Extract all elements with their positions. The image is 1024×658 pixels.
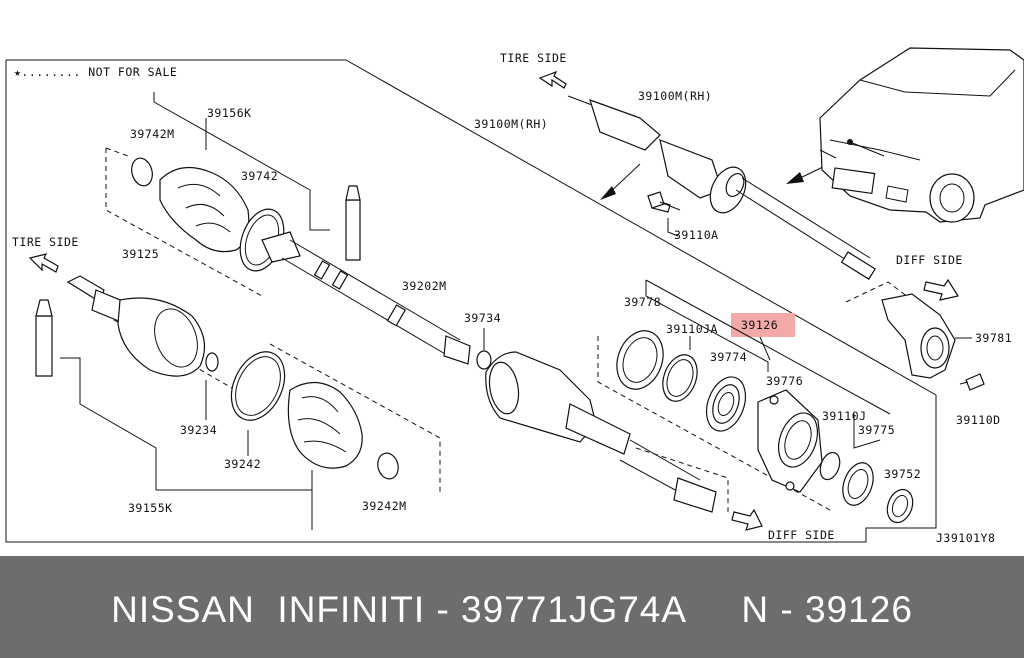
bracket-39781 (845, 281, 985, 391)
callout-39156K: 39156K (207, 106, 252, 120)
callout-39155K: 39155K (128, 501, 173, 515)
callout-39126: 39126 (741, 318, 778, 332)
bearing-seal-group (597, 279, 914, 524)
direction-tire-side-left: TIRE SIDE (12, 235, 79, 249)
arrow-tire-side-top (538, 70, 567, 89)
drive-shaft-assembly-top (567, 95, 876, 280)
callout-39110A: 39110A (674, 228, 719, 242)
callout-39774: 39774 (710, 350, 747, 364)
arrow-diff-side-right (923, 278, 959, 301)
diagram-frame (5, 59, 937, 543)
footer-banner: NISSAN INFINITI - 39771JG74A N - 39126 (0, 556, 1024, 658)
callout-39781: 39781 (975, 331, 1012, 345)
inner-joint-housing (485, 351, 729, 513)
diagram-code: J39101Y8 (936, 531, 995, 545)
arrow-tire-side-left (28, 253, 59, 273)
direction-diff-side-bottom: DIFF SIDE (768, 528, 835, 542)
callout-39234: 39234 (180, 423, 217, 437)
callout-39110J: 39110J (822, 409, 867, 423)
callout-39110JA: 39110JA (666, 322, 718, 336)
kit-39155K (35, 275, 441, 530)
callout-39100M-main: 39100M(RH) (474, 117, 548, 131)
callout-39100M-top: 39100M(RH) (638, 89, 712, 103)
callout-39202M: 39202M (402, 279, 447, 293)
callout-39778: 39778 (624, 295, 661, 309)
callout-39742: 39742 (241, 169, 278, 183)
arrow-down-left (600, 163, 641, 200)
callout-39742M: 39742M (130, 127, 175, 141)
shaft-39202M (261, 231, 471, 365)
callout-39776: 39776 (766, 374, 803, 388)
snap-ring-39734 (476, 350, 492, 370)
direction-diff-side-right: DIFF SIDE (896, 253, 963, 267)
bolt-39110A (647, 191, 681, 237)
direction-tire-side-top: TIRE SIDE (500, 51, 567, 65)
arrow-diff-side-bottom (731, 508, 763, 531)
vehicle-illustration (819, 47, 1024, 223)
callout-39242: 39242 (224, 457, 261, 471)
parts-diagram: ★........ NOT FOR SALE TIRE SIDE TIRE SI… (5, 47, 1024, 545)
callout-39242M: 39242M (362, 499, 407, 513)
callout-39110D: 39110D (956, 413, 1001, 427)
callout-39752: 39752 (884, 467, 921, 481)
footer-part-numbers: NISSAN INFINITI - 39771JG74A N - 39126 (111, 589, 913, 630)
callout-39775: 39775 (858, 423, 895, 437)
callout-39125: 39125 (122, 247, 159, 261)
callout-39734: 39734 (464, 311, 501, 325)
not-for-sale-notice: ★........ NOT FOR SALE (14, 65, 177, 79)
